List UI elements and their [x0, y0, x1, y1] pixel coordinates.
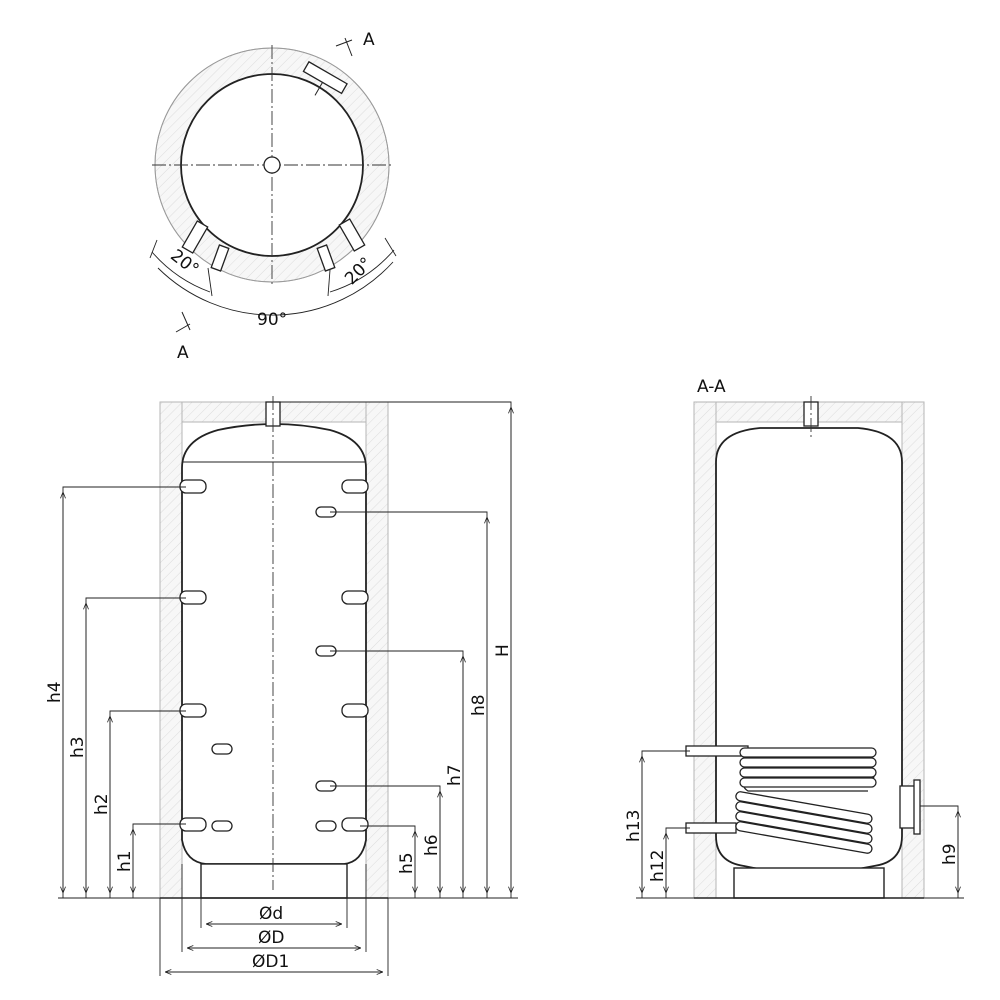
front-tank-base	[200, 863, 348, 899]
front-view: h4 h3 h2 h1 h5 h6 h7 h8 H	[45, 396, 518, 976]
section-tank-base	[733, 867, 885, 899]
dim-label-h5: h5	[397, 852, 417, 874]
top-view-port-bottom-right-1	[338, 218, 366, 252]
section-view: A-A	[624, 377, 964, 899]
top-view-port-bottom-left-1	[181, 220, 209, 254]
dim-label-h8: h8	[469, 694, 489, 716]
dim-label-D1: ØD1	[252, 952, 289, 972]
dim-label-h13: h13	[624, 810, 644, 842]
angle-arc-20-right	[329, 249, 395, 293]
section-line-a-top	[335, 39, 353, 47]
dim-label-D: ØD	[258, 928, 284, 948]
section-mark-bottom: A	[177, 343, 189, 363]
dim-label-d: Ød	[259, 904, 283, 924]
angle-arc-20-left	[151, 251, 211, 293]
dim-label-H: H	[493, 644, 513, 657]
top-view-port-top-right	[302, 60, 348, 96]
dim-label-h2: h2	[92, 793, 112, 815]
angle-label-bottom: 90°	[257, 310, 287, 330]
front-ports-right	[315, 479, 369, 832]
top-view: A A 20° 20° 90°	[149, 30, 397, 363]
dim-label-h4: h4	[45, 681, 65, 703]
dim-label-h9: h9	[940, 843, 960, 865]
front-ports-left	[179, 479, 233, 832]
dim-label-h3: h3	[68, 736, 88, 758]
section-dims	[636, 750, 964, 899]
front-dims-diameter	[159, 864, 389, 976]
dim-label-h1: h1	[115, 850, 135, 872]
section-mark-top: A	[363, 30, 375, 50]
top-view-port-bottom-left-2	[210, 244, 230, 272]
front-dims-left	[58, 486, 186, 899]
front-insulation-right	[365, 401, 389, 899]
dim-label-h12: h12	[648, 850, 668, 882]
angle-arc-90	[157, 261, 394, 316]
front-tank-body	[181, 423, 367, 865]
dim-label-h6: h6	[422, 834, 442, 856]
angle-label-right: 20°	[341, 254, 376, 289]
heat-exchanger-coil	[685, 745, 877, 854]
top-view-port-bottom-right-2	[316, 244, 336, 272]
front-dims-right	[280, 401, 518, 899]
top-view-center-port	[263, 156, 281, 174]
dim-label-h7: h7	[445, 764, 465, 786]
section-title: A-A	[697, 377, 726, 397]
